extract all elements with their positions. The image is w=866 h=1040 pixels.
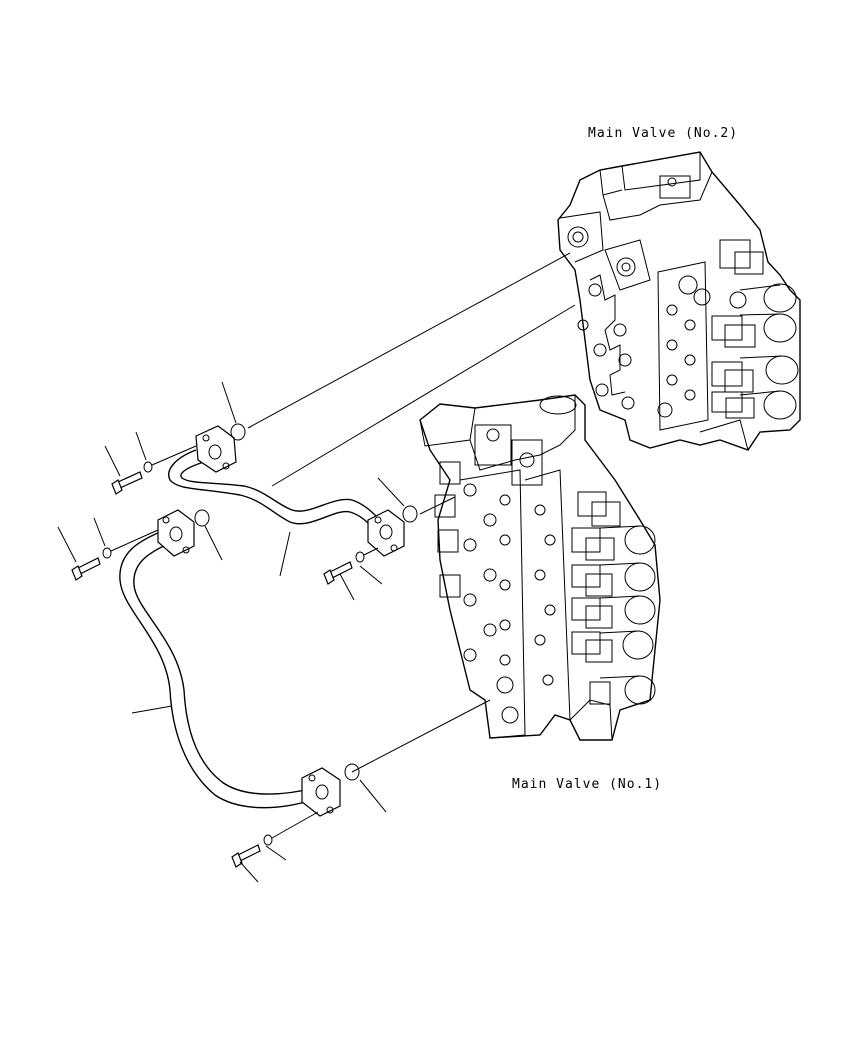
label-main-valve-no1: Main Valve (No.1) [512, 777, 663, 792]
main-valve-no1 [419, 394, 661, 741]
callout-leaders [57, 381, 405, 883]
lower-pipe-assembly [71, 509, 360, 868]
upper-pipe-assembly [111, 423, 418, 585]
connection-leaders [247, 252, 576, 773]
label-main-valve-no2: Main Valve (No.2) [588, 126, 739, 141]
main-valve-no2 [557, 151, 801, 451]
